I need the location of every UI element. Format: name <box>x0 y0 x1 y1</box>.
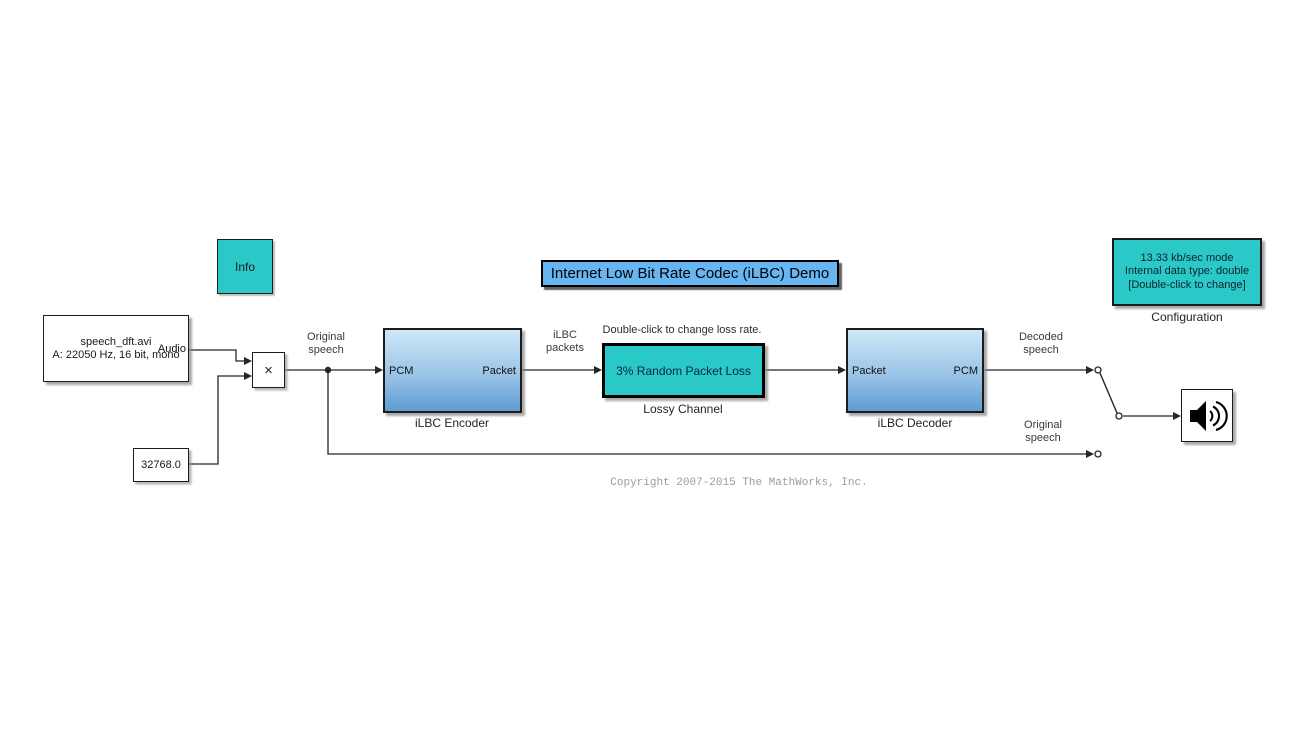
wire-source-to-product[interactable] <box>189 349 244 362</box>
configuration-block-text: 13.33 kb/sec mode Internal data type: do… <box>1124 251 1250 291</box>
switch-output-terminal[interactable] <box>1115 412 1123 420</box>
decoder-pcm-port-label: PCM <box>953 364 978 377</box>
model-title-text: Internet Low Bit Rate Codec (iLBC) Demo <box>550 265 830 282</box>
info-block[interactable]: Info <box>217 239 273 294</box>
speaker-icon <box>1190 400 1228 431</box>
switch-lower-terminal[interactable] <box>1094 450 1102 458</box>
manual-switch[interactable] <box>1094 366 1123 420</box>
switch-lever[interactable] <box>1099 372 1118 414</box>
constant-block[interactable]: 32768.0 <box>133 448 189 482</box>
ilbc-decoder-block[interactable]: Packet PCM <box>846 328 984 413</box>
constant-value: 32768.0 <box>141 459 181 471</box>
ilbc-encoder-block[interactable]: PCM Packet <box>383 328 522 413</box>
arrowhead-product-in2 <box>244 372 252 380</box>
copyright-annotation: Copyright 2007-2015 The MathWorks, Inc. <box>610 477 868 489</box>
source-format-info: A: 22050 Hz, 16 bit, mono <box>52 349 180 361</box>
arrowhead-decoder-in <box>838 366 846 374</box>
audio-output-block[interactable] <box>1181 389 1233 442</box>
arrowhead-switch-in2 <box>1086 450 1094 458</box>
signal-label-decoded-speech: Decoded speech <box>1018 331 1064 356</box>
encoder-packet-port-label: Packet <box>482 364 516 377</box>
signal-label-ilbc-packets: iLBC packets <box>546 329 584 354</box>
arrowhead-encoder-in <box>375 366 383 374</box>
wire-original-speech-branch[interactable] <box>327 370 1086 455</box>
switch-upper-terminal[interactable] <box>1094 366 1102 374</box>
encoder-pcm-port-label: PCM <box>389 364 414 377</box>
arrowhead-product-in1 <box>244 357 252 365</box>
lossy-channel-caption: Lossy Channel <box>643 402 723 416</box>
arrowhead-switch-in1 <box>1086 366 1094 374</box>
model-title-annotation[interactable]: Internet Low Bit Rate Codec (iLBC) Demo <box>541 260 839 287</box>
product-block[interactable]: × <box>252 352 285 388</box>
signal-label-original-speech-right: Original speech <box>1024 419 1062 444</box>
arrowhead-speaker-in <box>1173 412 1181 420</box>
configuration-caption: Configuration <box>1151 310 1223 324</box>
multiply-symbol: × <box>264 361 273 379</box>
info-block-label: Info <box>234 259 255 274</box>
packet-loss-label: 3% Random Packet Loss <box>616 363 751 378</box>
arrowhead-lossy-in <box>594 366 602 374</box>
lossy-channel-block[interactable]: 3% Random Packet Loss <box>602 343 765 398</box>
ilbc-encoder-caption: iLBC Encoder <box>414 416 490 430</box>
ilbc-decoder-caption: iLBC Decoder <box>877 416 953 430</box>
configuration-block[interactable]: 13.33 kb/sec mode Internal data type: do… <box>1112 238 1262 306</box>
source-audio-port-label: Audio <box>157 342 186 355</box>
lossy-channel-annotation: Double-click to change loss rate. <box>602 324 762 336</box>
multimedia-source-block[interactable]: speech_dft.avi A: 22050 Hz, 16 bit, mono… <box>43 315 189 382</box>
source-filename: speech_dft.avi <box>80 336 152 348</box>
wire-constant-to-product[interactable] <box>189 375 244 465</box>
signal-label-original-speech-left: Original speech <box>307 331 345 356</box>
decoder-packet-port-label: Packet <box>852 364 886 377</box>
